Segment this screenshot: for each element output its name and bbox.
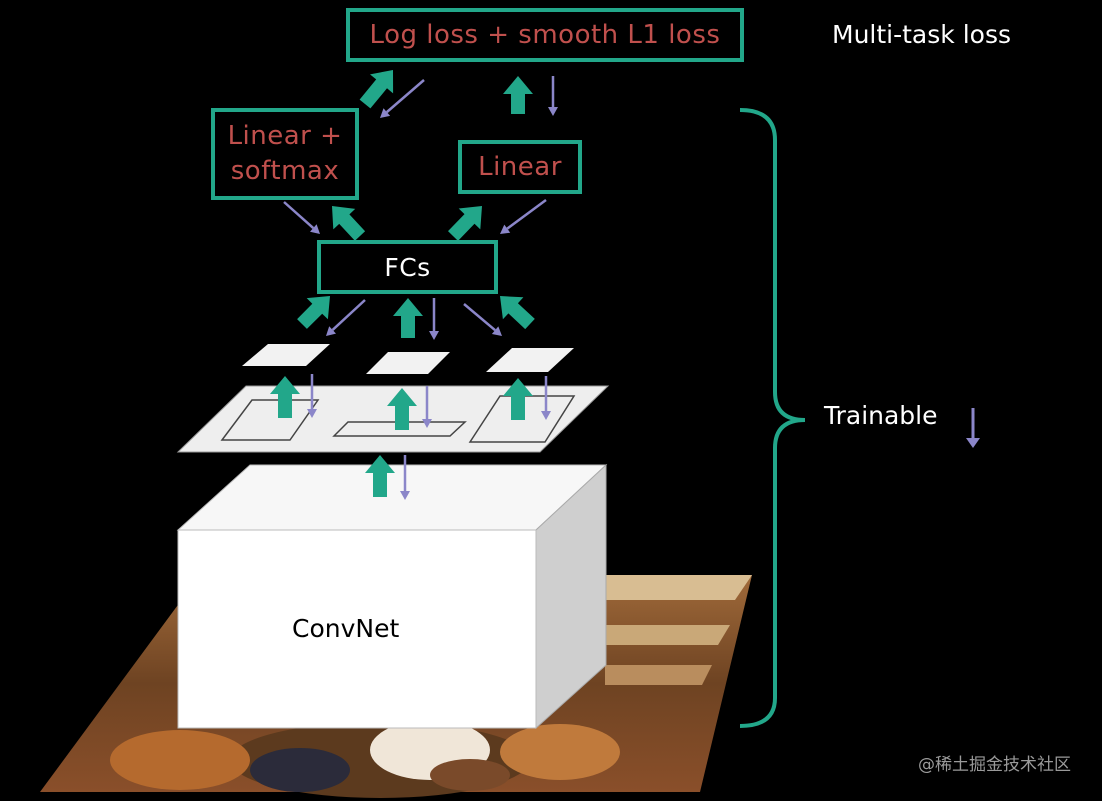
up-arrow <box>332 206 366 241</box>
roi-feature-plane <box>176 385 610 453</box>
trainable-down-arrow <box>966 408 980 448</box>
up-arrow <box>387 388 417 430</box>
down-arrow <box>463 303 502 336</box>
down-arrow <box>422 386 432 428</box>
watermark: @稀土掘金技术社区 <box>918 755 1071 775</box>
up-arrow <box>393 298 423 338</box>
convnet-label: ConvNet <box>292 614 400 643</box>
trainable-brace <box>739 108 806 728</box>
convnet-block <box>176 463 608 730</box>
down-arrow <box>307 374 317 418</box>
linear-box: Linear <box>458 140 582 194</box>
down-arrow <box>326 299 366 336</box>
up-arrow <box>500 296 535 330</box>
linear-softmax-box: Linear + softmax <box>211 108 359 200</box>
down-arrow <box>500 198 547 234</box>
down-arrow <box>380 79 425 118</box>
loss-label: Log loss + smooth L1 loss <box>369 20 721 50</box>
up-arrow <box>270 376 300 418</box>
multitask-loss-label: Multi-task loss <box>832 20 1011 49</box>
fcs-label: FCs <box>384 252 431 282</box>
trainable-label: Trainable <box>824 401 938 430</box>
up-arrow <box>448 206 482 241</box>
up-arrow <box>503 378 533 420</box>
down-arrow <box>541 376 551 420</box>
loss-box: Log loss + smooth L1 loss <box>346 8 744 62</box>
linear-softmax-label: Linear + softmax <box>227 120 343 186</box>
up-arrow <box>359 70 394 109</box>
down-arrow <box>400 455 410 500</box>
up-arrow <box>503 76 533 114</box>
down-arrow <box>429 298 439 340</box>
linear-label: Linear <box>478 152 562 182</box>
roi-pooled-features <box>242 344 574 374</box>
up-arrow <box>365 455 395 497</box>
down-arrow <box>283 201 320 234</box>
up-arrow <box>297 296 330 329</box>
down-arrow <box>548 76 558 116</box>
fcs-box: FCs <box>317 240 498 294</box>
